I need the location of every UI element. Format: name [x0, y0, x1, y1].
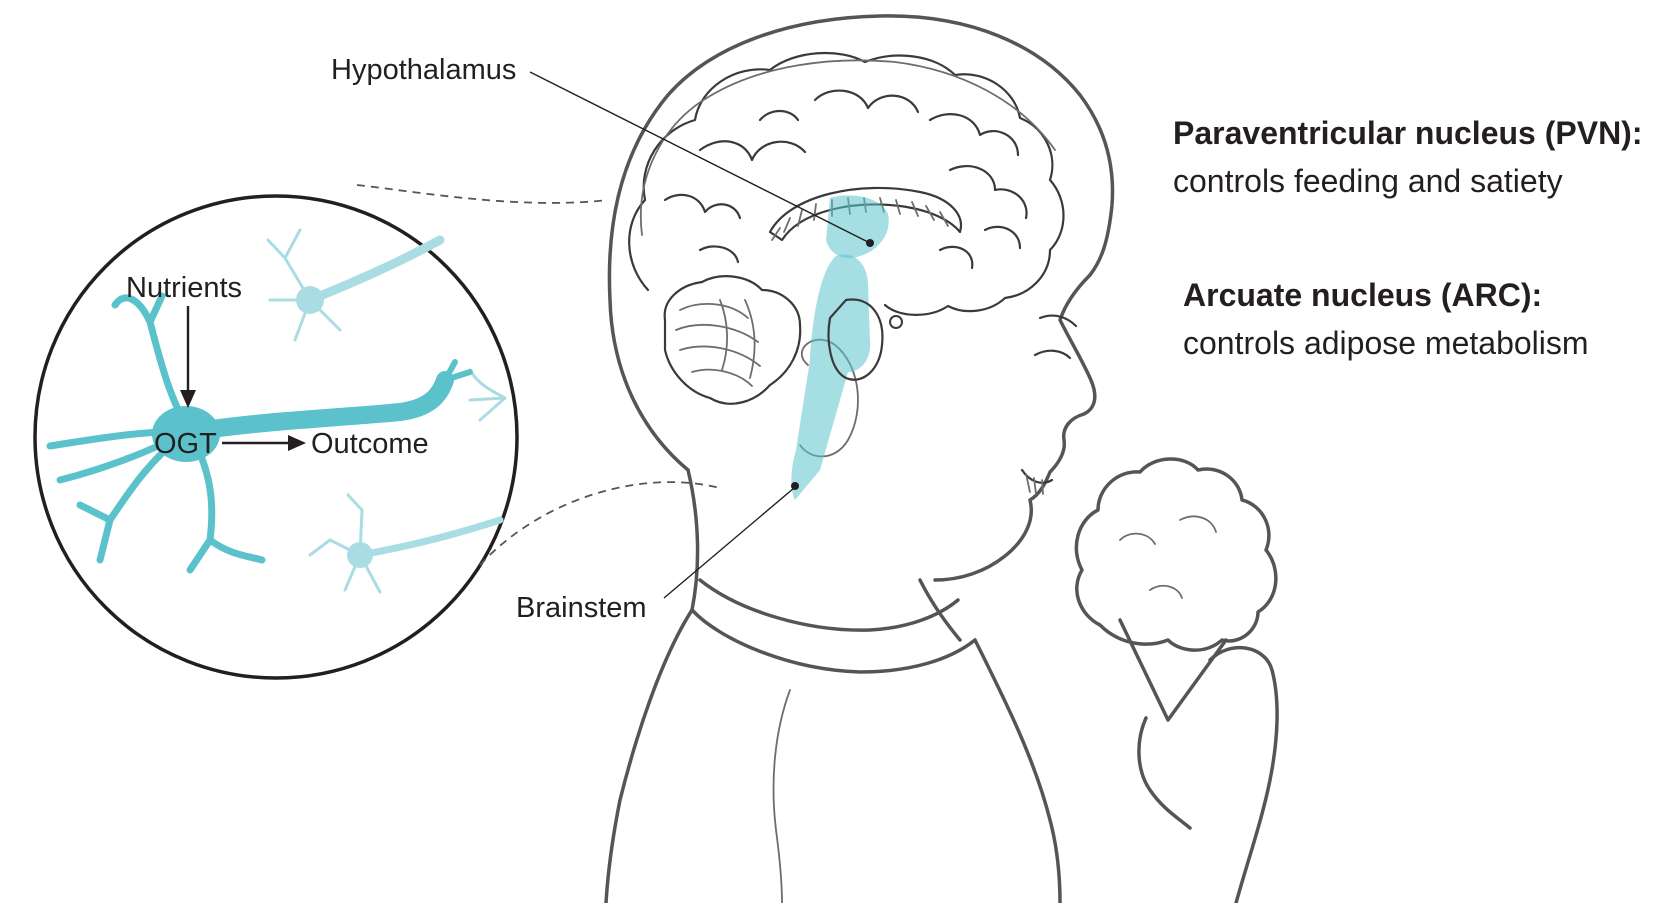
neck-front [920, 580, 960, 640]
brainstem-leader [664, 488, 794, 598]
hand-fingers [1139, 718, 1190, 828]
hypothalamus-region [826, 195, 889, 258]
inset-connector-top [357, 185, 608, 203]
neck-back [688, 470, 698, 610]
pvn-description: controls feeding and satiety [1173, 163, 1563, 199]
ice-cream-scoop [1076, 459, 1276, 650]
cerebellum-folia [676, 300, 760, 386]
ice-cream-cone [1120, 620, 1226, 720]
bg-neuron-top-soma [296, 286, 324, 314]
pvn-title: Paraventricular nucleus (PVN): [1173, 115, 1642, 151]
hand [1210, 648, 1277, 903]
cerebellum [665, 276, 801, 404]
bg-neuron-bottom-soma [347, 542, 373, 568]
arc-title: Arcuate nucleus (ARC): [1183, 277, 1542, 313]
ogt-label: OGT [154, 428, 217, 460]
eyebrow [1040, 316, 1076, 326]
arc-annotation: Arcuate nucleus (ARC): controls adipose … [1183, 277, 1589, 361]
shoulder-back [606, 610, 692, 903]
torso-front [975, 640, 1060, 903]
outcome-label: Outcome [311, 428, 429, 460]
inset-connector-bottom [480, 482, 720, 565]
nutrients-label: Nutrients [126, 272, 242, 304]
arc-description: controls adipose metabolism [1183, 325, 1589, 361]
pvn-annotation: Paraventricular nucleus (PVN): controls … [1173, 115, 1642, 199]
hypothalamus-label: Hypothalamus [331, 54, 516, 86]
neuron-inset: Nutrients OGT Outcome [35, 196, 517, 678]
ice-cream-texture [1120, 516, 1216, 598]
brainstem-region [791, 254, 870, 500]
pvn-dot [866, 239, 874, 247]
brainstem-label: Brainstem [516, 592, 647, 624]
shirt-collar-inner [700, 580, 958, 630]
pituitary [890, 316, 902, 328]
brain [629, 53, 1063, 500]
shirt-collar [692, 610, 975, 672]
shirt-fold [774, 690, 790, 903]
eye [1035, 351, 1070, 358]
